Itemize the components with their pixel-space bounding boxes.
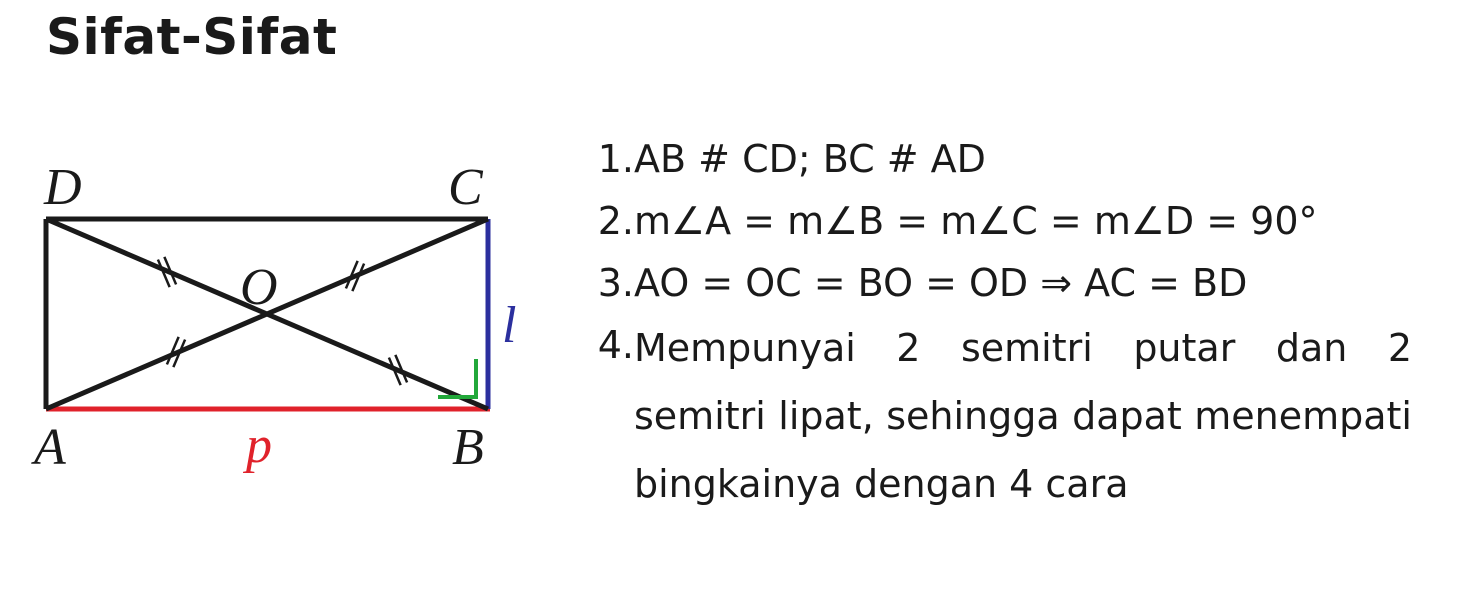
side-label-l: l [502,297,516,354]
property-item-1: 1. AB # CD; BC # AD [578,128,1412,190]
rectangle-diagram: D C O A B p l [31,159,516,476]
property-text: m∠A = m∠B = m∠C = m∠D = 90° [634,199,1318,243]
vertex-label-c: C [448,159,484,216]
vertex-label-a: A [31,419,66,476]
property-text: Mempunyai 2 semitri putar dan 2 semitri … [634,326,1412,506]
page-title: Sifat-Sifat [46,8,338,66]
property-item-2: 2. m∠A = m∠B = m∠C = m∠D = 90° [578,190,1412,252]
property-number: 4. [597,323,634,367]
right-angle-marker-b [438,359,478,399]
vertex-label-b: B [452,419,484,476]
vertex-label-d: D [43,159,82,216]
tick-marks [156,256,409,386]
property-text: AO = OC = BO = OD ⇒ AC = BD [634,261,1248,305]
property-item-4: 4. Mempunyai 2 semitri putar dan 2 semit… [578,314,1412,518]
side-label-p: p [242,417,272,474]
property-item-3: 3. AO = OC = BO = OD ⇒ AC = BD [578,252,1412,314]
properties-list: 1. AB # CD; BC # AD 2. m∠A = m∠B = m∠C =… [578,128,1412,518]
property-number: 1. [597,137,634,181]
property-number: 2. [597,199,634,243]
property-text: AB # CD; BC # AD [634,137,986,181]
diagonal-bd [45,216,489,412]
vertex-label-o: O [240,259,278,316]
property-number: 3. [597,261,634,305]
